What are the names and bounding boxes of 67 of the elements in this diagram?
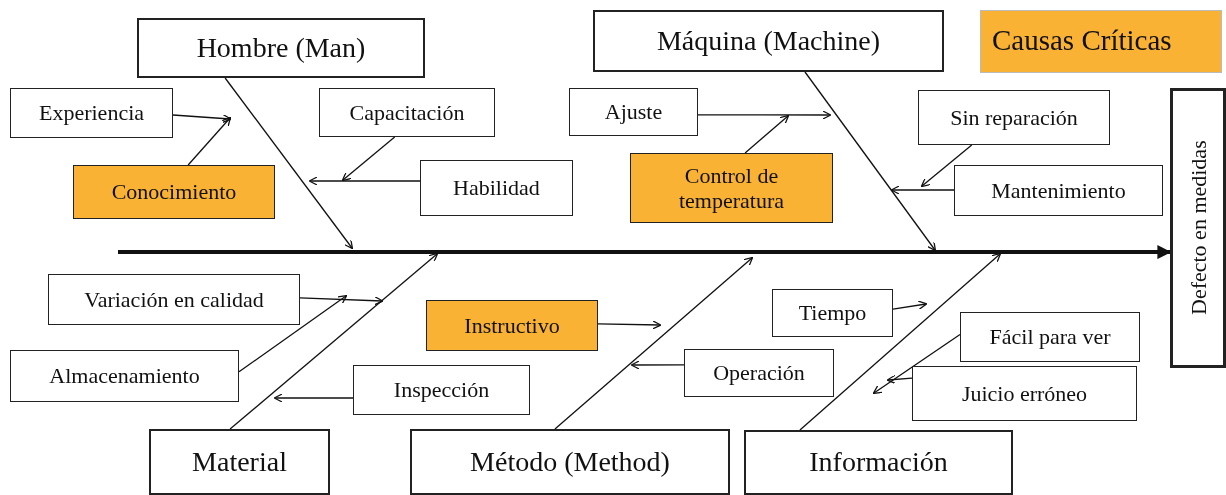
arrow: [554, 256, 754, 430]
category-box: [744, 430, 1013, 495]
arrow: [597, 320, 662, 330]
legend-label: Causas Críticas: [992, 24, 1172, 58]
cause-box: [684, 349, 834, 397]
spine-arrow: [118, 245, 1172, 260]
category-box: [410, 429, 730, 495]
effect-label: Defecto en medidas: [1185, 140, 1211, 316]
arrow: [920, 144, 973, 188]
cause-box: [420, 160, 573, 216]
cause-box: [772, 289, 893, 337]
cause-label: Ajuste: [603, 99, 664, 125]
arrow: [224, 77, 354, 250]
cause-box: [912, 366, 1137, 421]
category-label: Material: [191, 445, 288, 479]
arrow: [630, 360, 685, 370]
arrow: [308, 176, 421, 186]
category-label: Método (Method): [469, 445, 671, 479]
cause-label: Operación: [712, 360, 806, 386]
arrow: [187, 116, 232, 166]
arrow: [299, 296, 384, 306]
arrow: [886, 374, 913, 385]
cause-label: Control de temperatura: [677, 162, 786, 214]
category-label: Máquina (Machine): [655, 24, 882, 58]
cause-label: Conocimiento: [110, 179, 238, 205]
effect-box: [1170, 88, 1226, 368]
arrow: [892, 300, 928, 310]
cause-label: Experiencia: [37, 100, 146, 126]
cause-box: [73, 165, 275, 219]
cause-box: [10, 350, 239, 402]
cause-box: [426, 300, 598, 351]
category-box: [593, 10, 944, 72]
cause-label: Inspección: [392, 377, 491, 403]
cause-label: Instructivo: [463, 312, 561, 339]
cause-box: [954, 165, 1163, 216]
cause-label: Capacitación: [348, 99, 466, 126]
arrow: [890, 185, 955, 195]
arrow: [238, 294, 348, 373]
cause-label: Sin reparación: [949, 104, 1079, 131]
arrow: [172, 113, 232, 124]
cause-label: Variación en calidad: [83, 286, 265, 313]
cause-box: [353, 365, 530, 415]
arrow: [341, 136, 396, 182]
cause-label: Mantenimiento: [990, 177, 1127, 204]
arrow: [744, 114, 790, 154]
cause-label: Juicio erróneo: [960, 380, 1089, 407]
category-box: [137, 18, 425, 78]
cause-label: Fácil para ver: [988, 324, 1112, 350]
cause-label: Habilidad: [452, 175, 541, 201]
cause-box: [918, 90, 1110, 145]
arrow: [804, 71, 937, 252]
category-label: Información: [808, 446, 949, 479]
arrow: [273, 393, 354, 403]
arrow: [229, 252, 439, 430]
cause-box: [10, 88, 173, 138]
category-label: Hombre (Man): [195, 31, 367, 65]
arrow: [799, 252, 1002, 431]
cause-label: Tiempo: [797, 300, 868, 326]
cause-box: [630, 153, 833, 223]
cause-box: [319, 88, 495, 137]
arrow: [872, 333, 961, 395]
cause-box: [960, 312, 1140, 362]
cause-box: [569, 88, 698, 136]
cause-label: Almacenamiento: [48, 363, 201, 389]
cause-box: [48, 274, 300, 325]
category-box: [149, 429, 330, 495]
arrow: [697, 110, 832, 120]
